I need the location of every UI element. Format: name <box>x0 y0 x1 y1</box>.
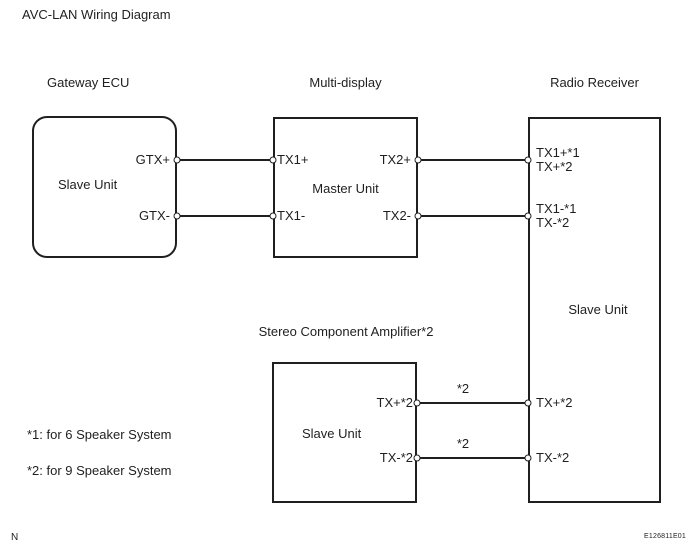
wire-label-amp-plus: *2 <box>456 381 470 396</box>
wire-tx2-plus <box>418 159 528 161</box>
connection-node-tx1-plus <box>269 156 277 164</box>
gateway-ecu-label: Gateway ECU <box>47 75 130 90</box>
note-speaker-6: *1: for 6 Speaker System <box>27 427 172 442</box>
pin-radio-bottom-plus: TX+*2 <box>536 395 573 410</box>
connection-node-radio-bottom-minus <box>524 454 532 462</box>
connection-node-amp-minus <box>413 454 421 462</box>
wire-amp-plus <box>417 402 528 404</box>
page-marker: N <box>11 532 19 543</box>
pin-radio-top-plus: TX1+*1 TX+*2 <box>536 146 580 174</box>
multi-display-box <box>273 117 418 258</box>
radio-unit-label: Slave Unit <box>568 302 628 317</box>
pin-amp-plus: TX+*2 <box>376 395 414 410</box>
connection-node-radio-top-plus <box>524 156 532 164</box>
pin-tx1-plus: TX1+ <box>277 152 309 167</box>
pin-radio-top-plus-line2: TX+*2 <box>536 159 573 174</box>
radio-receiver-box <box>528 117 661 503</box>
master-unit-label: Master Unit <box>312 181 379 196</box>
amplifier-unit-label: Slave Unit <box>302 426 362 441</box>
wire-tx2-minus <box>418 215 528 217</box>
wire-gtx-minus <box>177 215 273 217</box>
multi-display-label: Multi-display <box>309 75 382 90</box>
note-speaker-9: *2: for 9 Speaker System <box>27 463 172 478</box>
pin-radio-top-minus-line2: TX-*2 <box>536 215 570 230</box>
gateway-unit-label: Slave Unit <box>58 177 118 192</box>
pin-radio-bottom-minus: TX-*2 <box>536 450 570 465</box>
pin-tx2-plus: TX2+ <box>379 152 411 167</box>
pin-gtx-plus: GTX+ <box>135 152 170 167</box>
connection-node-tx1-minus <box>269 212 277 220</box>
gateway-ecu-box <box>32 116 177 258</box>
connection-node-radio-top-minus <box>524 212 532 220</box>
pin-radio-top-minus: TX1-*1 TX-*2 <box>536 202 576 230</box>
pin-radio-top-plus-line1: TX1+*1 <box>536 145 580 160</box>
connection-node-amp-plus <box>413 399 421 407</box>
wire-label-amp-minus: *2 <box>456 436 470 451</box>
pin-amp-minus: TX-*2 <box>379 450 413 465</box>
connection-node-tx2-plus <box>414 156 422 164</box>
diagram-title: AVC-LAN Wiring Diagram <box>22 7 171 22</box>
radio-receiver-label: Radio Receiver <box>550 75 639 90</box>
pin-radio-top-minus-line1: TX1-*1 <box>536 201 577 216</box>
figure-code: E126811E01 <box>644 533 686 540</box>
connection-node-gateway-minus <box>173 212 181 220</box>
wire-gtx-plus <box>177 159 273 161</box>
connection-node-radio-bottom-plus <box>524 399 532 407</box>
pin-tx2-minus: TX2- <box>382 208 411 223</box>
amplifier-box <box>272 362 417 503</box>
connection-node-tx2-minus <box>414 212 422 220</box>
pin-tx1-minus: TX1- <box>277 208 306 223</box>
connection-node-gateway-plus <box>173 156 181 164</box>
pin-gtx-minus: GTX- <box>138 208 170 223</box>
amplifier-label: Stereo Component Amplifier*2 <box>258 324 434 339</box>
wire-amp-minus <box>417 457 528 459</box>
